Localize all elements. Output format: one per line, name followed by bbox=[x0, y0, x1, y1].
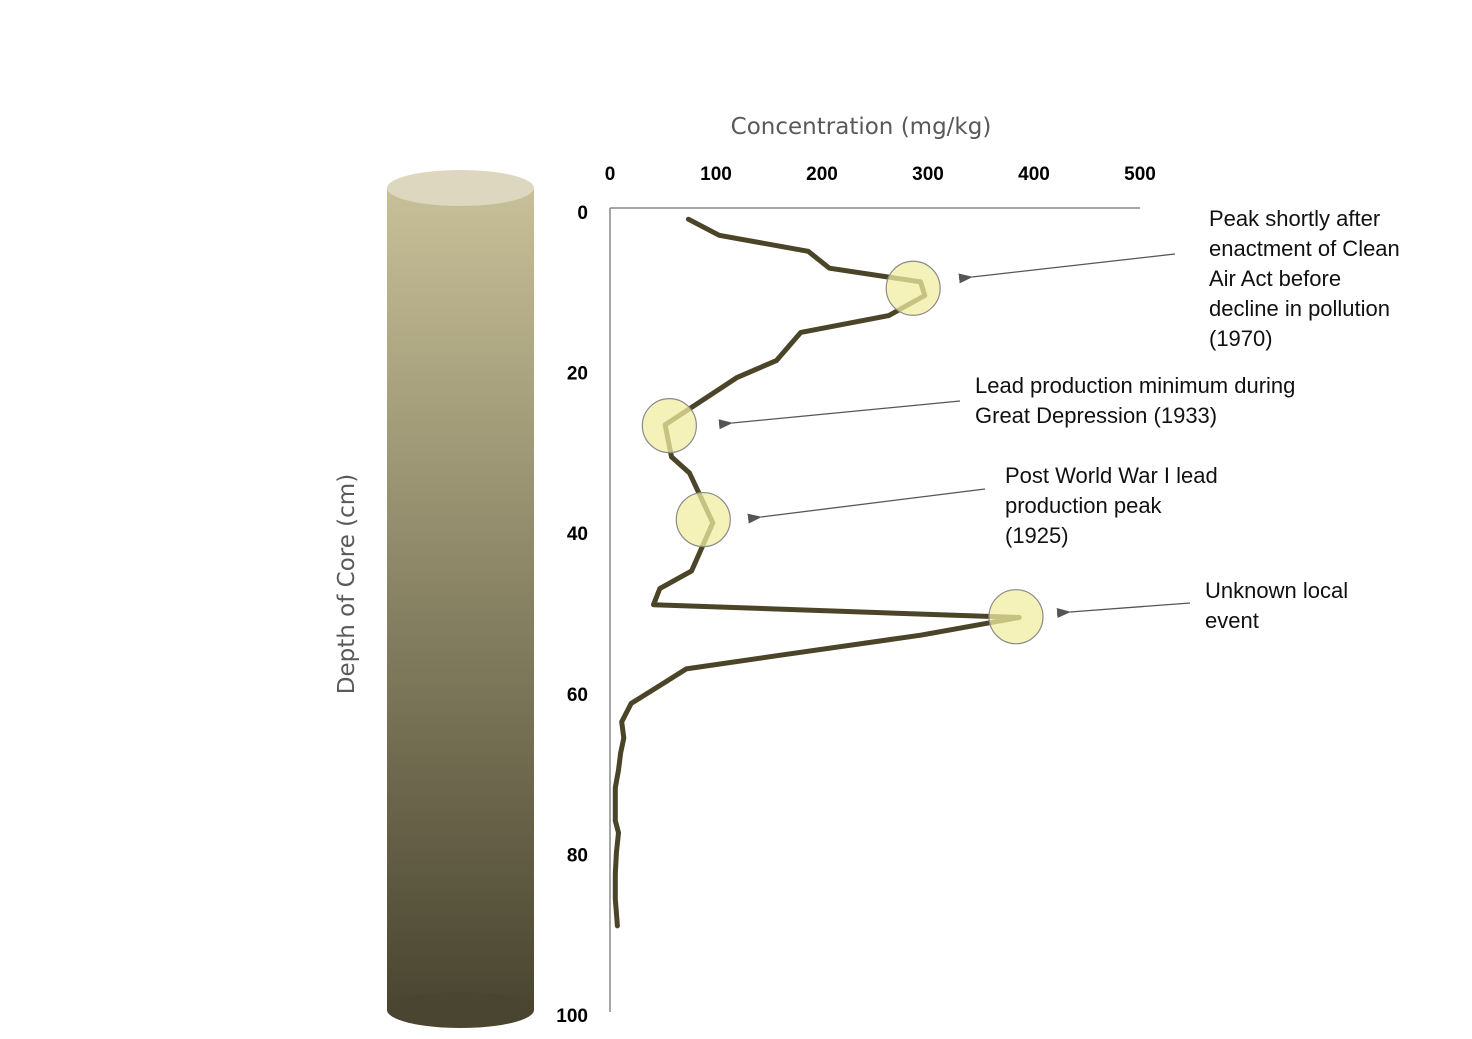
annotation: Peak shortly after enactment of CleanAir … bbox=[958, 206, 1400, 351]
annotation-text: decline in pollution bbox=[1209, 296, 1390, 321]
x-tick-label: 400 bbox=[1018, 164, 1050, 185]
y-tick-label: 0 bbox=[577, 203, 588, 224]
x-tick-label: 200 bbox=[806, 164, 838, 185]
annotation-text: (1925) bbox=[1005, 523, 1069, 548]
y-tick-label: 40 bbox=[567, 524, 588, 545]
annotation-text: Post World War I lead bbox=[1005, 463, 1218, 488]
y-tick-labels: 0 20 40 60 80 100 bbox=[556, 203, 588, 1027]
annotation: Post World War I lead production peak (192… bbox=[747, 463, 1218, 548]
x-tick-label: 100 bbox=[700, 164, 732, 185]
annotation-text: Air Act before bbox=[1209, 266, 1341, 291]
annotation-text: (1970) bbox=[1209, 326, 1273, 351]
annotation-text: Lead production minimum during bbox=[975, 373, 1295, 398]
core-bottom bbox=[387, 992, 534, 1028]
concentration-line bbox=[612, 216, 1022, 929]
annotation-layer: Peak shortly after enactment of CleanAir … bbox=[718, 206, 1400, 633]
highlight-circle bbox=[988, 589, 1044, 645]
annotation-text: Peak shortly after bbox=[1209, 206, 1380, 231]
annotation-text: production peak bbox=[1005, 493, 1163, 518]
highlight-circle bbox=[641, 397, 697, 454]
series-layer bbox=[612, 216, 1022, 929]
core-body bbox=[387, 188, 534, 1010]
highlight-circle bbox=[675, 491, 731, 548]
annotation-text: Great Depression (1933) bbox=[975, 403, 1217, 428]
y-tick-label: 100 bbox=[556, 1006, 588, 1027]
y-tick-label: 20 bbox=[567, 364, 588, 385]
x-tick-label: 300 bbox=[912, 164, 944, 185]
annotation-arrow bbox=[747, 488, 986, 524]
core-top-cap bbox=[387, 170, 534, 206]
annotation-text: Unknown local bbox=[1205, 578, 1348, 603]
annotation-arrow bbox=[718, 400, 961, 430]
highlight-layer bbox=[641, 260, 1044, 645]
annotation-arrow bbox=[958, 253, 1176, 284]
y-tick-label: 60 bbox=[567, 685, 588, 706]
y-axis-title: Depth of Core (cm) bbox=[334, 474, 360, 694]
annotation-text: event bbox=[1205, 608, 1259, 633]
annotation-arrow bbox=[1056, 602, 1191, 618]
y-tick-label: 80 bbox=[567, 845, 588, 866]
annotation: Unknown local event bbox=[1056, 578, 1348, 633]
x-tick-labels: 0 100 200 300 400 500 bbox=[605, 164, 1156, 185]
highlight-circle bbox=[885, 260, 941, 316]
x-axis-title: Concentration (mg/kg) bbox=[731, 114, 992, 140]
x-tick-label: 0 bbox=[605, 164, 616, 185]
sediment-core bbox=[387, 170, 534, 1028]
x-tick-label: 500 bbox=[1124, 164, 1156, 185]
annotation-text: enactment of Clean bbox=[1209, 236, 1400, 261]
